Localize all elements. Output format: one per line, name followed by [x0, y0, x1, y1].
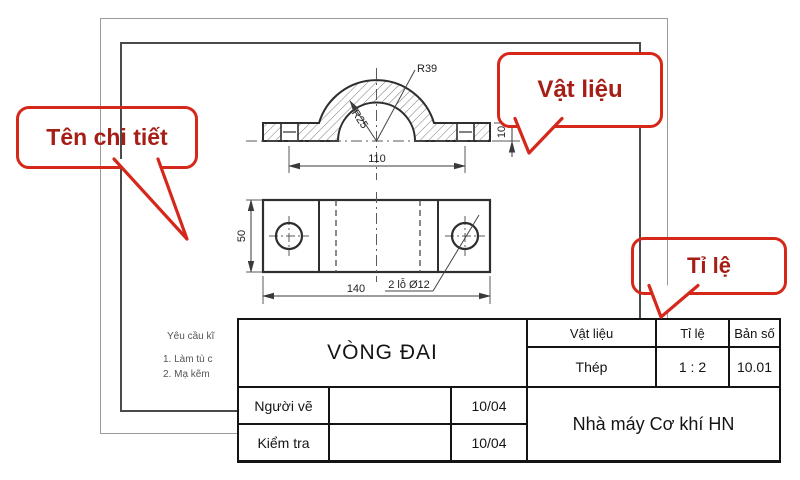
drawer-label-cell: Người vẽ — [239, 388, 330, 425]
drawer-name-cell — [330, 388, 452, 425]
checker-name-cell — [330, 425, 452, 460]
sheet-header-cell: Bản số — [730, 320, 779, 348]
sheet-value-cell: 10.01 — [730, 348, 779, 388]
callout-scale-label: Tỉ lệ — [686, 253, 731, 278]
notes-item-1: 1. Làm tù c — [163, 354, 213, 365]
callout-material-label: Vật liệu — [537, 76, 623, 103]
material-header-cell: Vật liệu — [528, 320, 657, 348]
scale-value-cell: 1 : 2 — [657, 348, 730, 388]
drawer-date-cell: 10/04 — [452, 388, 528, 425]
title-block: VÒNG ĐAI Người vẽ 10/04 Kiểm tra 10/04 V… — [237, 318, 781, 463]
scale-header-cell: Tỉ lệ — [657, 320, 730, 348]
checker-label-cell: Kiểm tra — [239, 425, 330, 460]
notes-item-2: 2. Mạ kẽm — [163, 369, 210, 380]
notes-heading: Yêu cầu kĩ — [167, 331, 215, 342]
factory-name-cell: Nhà máy Cơ khí HN — [572, 413, 735, 434]
callout-part-name-label: Tên chi tiết — [46, 124, 168, 150]
callout-part-name: Tên chi tiết — [16, 106, 198, 169]
callout-material: Vật liệu — [497, 52, 663, 128]
part-name-cell: VÒNG ĐAI — [239, 320, 528, 388]
checker-date-cell: 10/04 — [452, 425, 528, 460]
material-value-cell: Thép — [528, 348, 657, 388]
callout-scale: Tỉ lệ — [631, 237, 787, 295]
technical-notes: Yêu cầu kĩ 1. Làm tù c 2. Mạ kẽm — [163, 331, 214, 381]
